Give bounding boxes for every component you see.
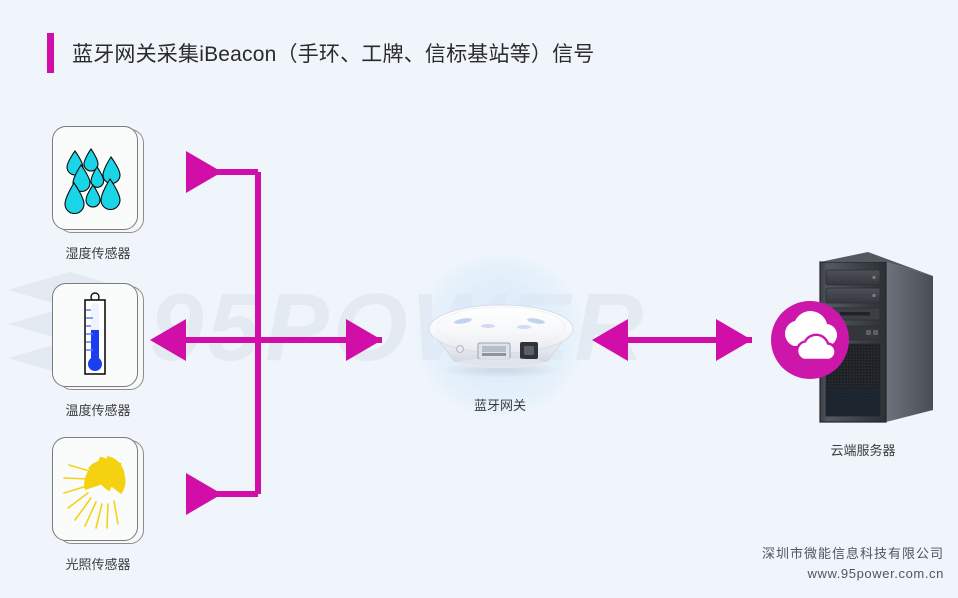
sensor-humidity[interactable]: 湿度传感器 [38,126,158,262]
sensor-card [52,126,144,234]
card-face [52,126,138,230]
sun-icon [63,456,126,529]
thermometer-icon [84,292,106,375]
company-name: 深圳市微能信息科技有限公司 [761,546,944,561]
footer: 深圳市微能信息科技有限公司 www.95power.com.cn [762,544,944,584]
sensor-label: 温度传感器 [65,403,131,418]
sensor-temperature[interactable]: 温度传感器 [38,283,158,419]
card-face [52,283,138,387]
card-face [52,437,138,541]
sensor-light[interactable]: 光照传感器 [38,437,158,573]
company-website[interactable]: www.95power.com.cn [807,566,944,581]
title-accent-bar [47,33,54,73]
sensor-label: 光照传感器 [65,557,131,572]
tower-server-device [771,252,933,423]
sensor-card [52,437,144,545]
water-drops-icon [64,148,121,215]
gateway-label: 蓝牙网关 [473,398,526,413]
bluetooth-gateway-device [428,304,574,377]
server-label: 云端服务器 [830,443,896,458]
sensor-label: 湿度传感器 [65,246,131,261]
page-header: 蓝牙网关采集iBeacon（手环、工牌、信标基站等）信号 [0,0,958,100]
sensor-card [52,283,144,391]
page-title: 蓝牙网关采集iBeacon（手环、工牌、信标基站等）信号 [72,43,595,66]
cloud-icon [771,301,849,379]
